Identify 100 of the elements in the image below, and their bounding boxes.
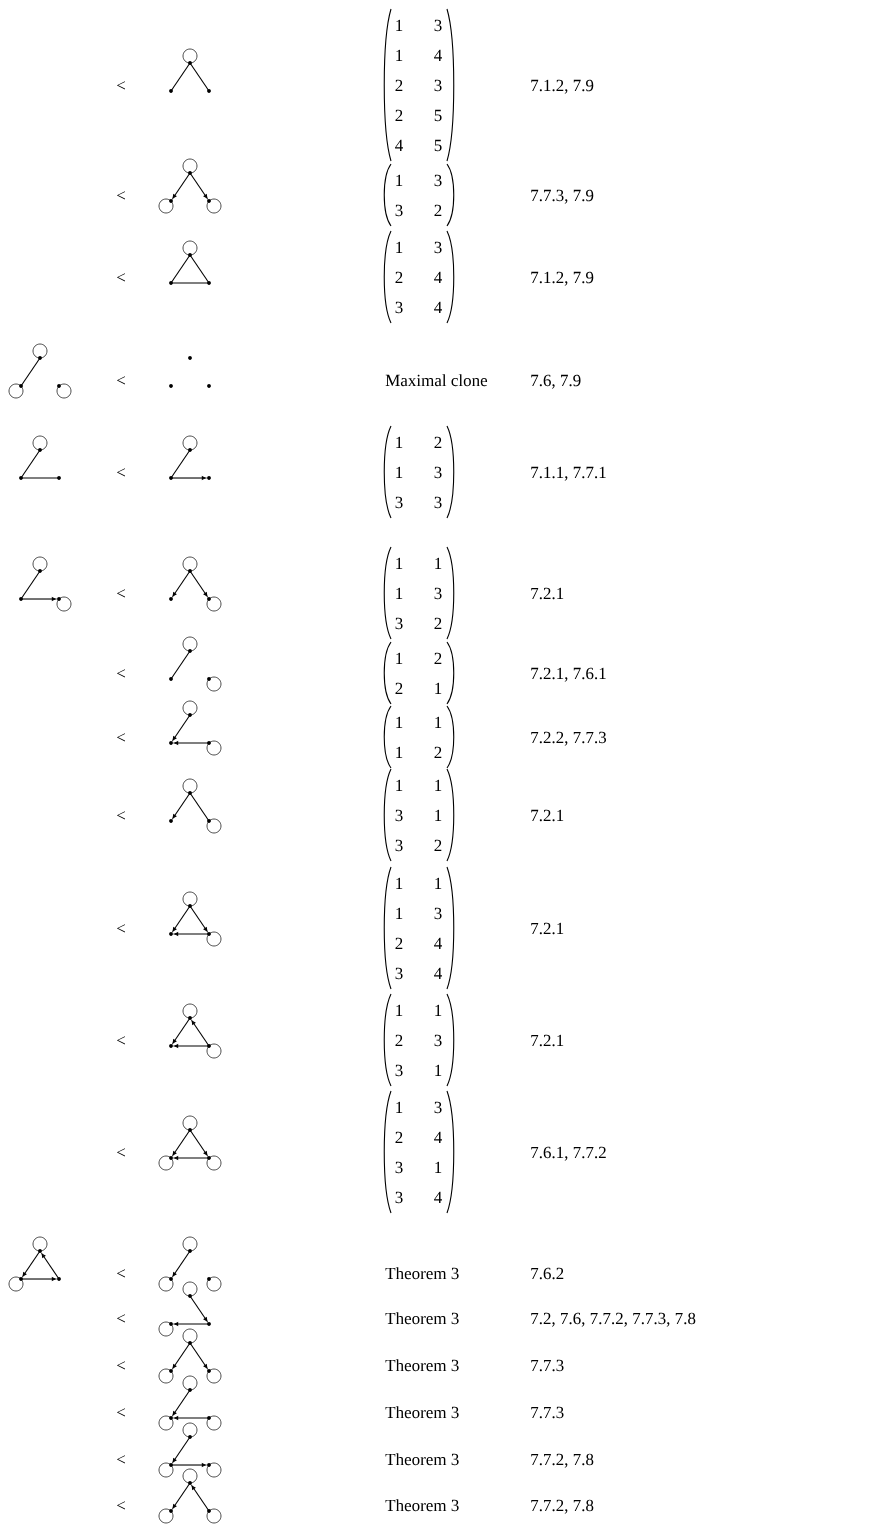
matrix-entry: 2 [434,839,442,851]
less-than-sign: < [117,1036,125,1045]
less-than-sign: < [117,1148,125,1157]
matrix-entry: 3 [434,1034,442,1047]
note: Theorem 3 [385,1312,459,1325]
matrix-entry: 1 [396,436,403,448]
less-than-sign: < [117,1455,125,1464]
less-than-sign: < [117,1269,125,1278]
less-than-sign: < [117,376,125,385]
matrix-entry: 1 [396,1101,403,1113]
matrix-entry: 5 [434,109,442,122]
matrix-entry: 1 [396,557,403,569]
matrix-entry: 3 [434,241,442,254]
matrix-entry: 3 [395,617,403,630]
matrix-entry: 1 [435,716,442,728]
matrix-entry: 1 [396,49,403,61]
matrix-entry: 1 [396,779,403,791]
matrix-entry: 2 [395,109,403,121]
less-than-sign: < [117,191,125,200]
matrix-entry: 3 [434,587,442,600]
matrix-entry: 3 [434,1101,442,1114]
matrix-entry: 3 [434,79,442,92]
less-than-sign: < [117,1501,125,1510]
matrix-entry: 1 [435,1004,442,1016]
matrix-entry: 3 [434,174,442,187]
matrix-entry: 2 [434,652,442,664]
matrix-entry: 4 [434,49,442,61]
less-than-sign: < [117,1408,125,1417]
matrix-entry: 3 [434,19,442,32]
matrix-entry: 1 [435,779,442,791]
matrix-entry: 1 [396,907,403,919]
note: Theorem 3 [385,1453,459,1466]
matrix-entry: 5 [434,139,442,152]
matrix-entry: 1 [396,746,403,758]
less-than-sign: < [117,81,125,90]
reference: 7.7.3 [531,1359,564,1372]
less-than-sign: < [117,669,125,678]
less-than-sign: < [117,733,125,742]
less-than-sign: < [117,468,125,477]
matrix-entry: 4 [434,967,442,979]
matrix-entry: 1 [435,877,442,889]
matrix-entry: 1 [396,241,403,253]
matrix-entry: 2 [395,1131,403,1143]
note: Theorem 3 [385,1499,459,1512]
note: Theorem 3 [385,1267,459,1280]
matrix-entry: 4 [434,937,442,949]
matrix-entry: 3 [395,496,403,509]
reference: 7.2.1 [531,809,564,822]
reference: 7.7.2, 7.8 [531,1499,594,1514]
matrix-entry: 2 [395,682,403,694]
matrix-entry: 1 [435,682,442,694]
matrix-entry: 3 [395,839,403,852]
matrix-entry: 1 [435,1064,442,1076]
reference: 7.7.3, 7.9 [531,189,594,204]
matrix-entry: 1 [435,1161,442,1173]
matrix-entry: 1 [396,652,403,664]
reference: 7.1.2, 7.9 [531,79,594,94]
matrix-entry: 1 [396,877,403,889]
less-than-sign: < [117,924,125,933]
matrix-entry: 2 [434,746,442,758]
reference: 7.2.1 [531,1034,564,1047]
reference: 7.2, 7.6, 7.7.2, 7.7.3, 7.8 [531,1312,696,1327]
matrix-entry: 1 [396,1004,403,1016]
matrix-entry: 2 [395,79,403,91]
matrix-entry: 2 [434,204,442,216]
note: Maximal clone [385,374,488,387]
matrix-entry: 3 [395,967,403,980]
matrix-entry: 1 [435,557,442,569]
matrix-entry: 1 [435,809,442,821]
matrix-entry: 3 [395,1161,403,1174]
note: Theorem 3 [385,1359,459,1372]
matrix-entry: 3 [395,1064,403,1077]
matrix-entry: 3 [395,1191,403,1204]
matrix-entry: 3 [434,907,442,920]
less-than-sign: < [117,589,125,598]
matrix-entry: 2 [434,617,442,629]
matrix-entry: 2 [395,1034,403,1046]
reference: 7.6.2 [531,1267,564,1280]
matrix-entry: 2 [434,436,442,448]
matrix-entry: 3 [395,301,403,314]
less-than-sign: < [117,273,125,282]
note: Theorem 3 [385,1406,459,1419]
reference: 7.7.3 [531,1406,564,1419]
matrix-entry: 4 [434,271,442,283]
matrix-entry: 1 [396,716,403,728]
reference: 7.2.2, 7.7.3 [531,731,607,746]
matrix-entry: 1 [396,19,403,31]
matrix-entry: 3 [434,496,442,509]
matrix-entry: 3 [395,809,403,822]
matrix-entry: 4 [434,1191,442,1203]
matrix-entry: 2 [395,271,403,283]
reference: 7.2.1 [531,587,564,600]
matrix-entry: 1 [396,174,403,186]
matrix-entry: 1 [396,587,403,599]
matrix-entry: 4 [395,139,403,151]
reference: 7.7.2, 7.8 [531,1453,594,1468]
less-than-sign: < [117,811,125,820]
reference: 7.1.1, 7.7.1 [531,466,606,481]
reference: 7.2.1, 7.6.1 [531,667,606,682]
matrix-entry: 1 [396,466,403,478]
